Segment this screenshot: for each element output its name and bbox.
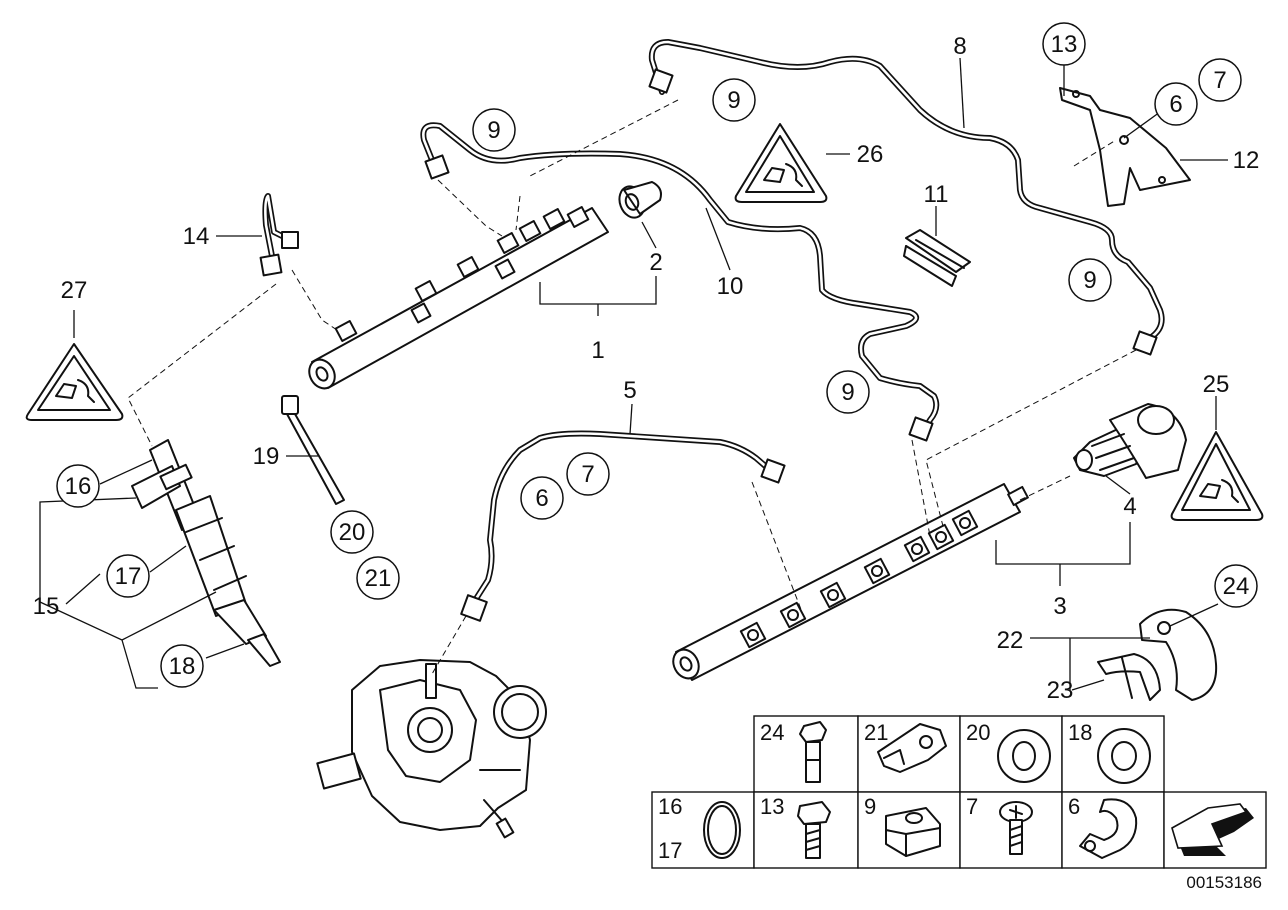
leader-lines — [39, 57, 1228, 691]
grid-part-bolt-13 — [797, 801, 831, 859]
document-number: 00153186 — [1186, 873, 1262, 892]
label-1: 1 — [591, 337, 604, 364]
parts-grid: 24 21 20 18 16 17 13 9 7 6 — [651, 715, 1267, 869]
fuel-line-8 — [648, 39, 1165, 349]
callout-13: 13 — [1051, 31, 1078, 58]
callout-17: 17 — [115, 563, 142, 590]
label-19: 19 — [253, 443, 280, 470]
fuel-rail-1 — [308, 206, 609, 390]
grid-part-bolt-24 — [799, 721, 827, 783]
callout-6-bracket: 6 — [1169, 91, 1182, 118]
label-2: 2 — [649, 249, 662, 276]
bolt-19 — [281, 395, 345, 505]
callouts: 13 7 6 9 9 9 9 16 17 18 20 21 6 7 24 — [56, 22, 1258, 688]
callout-9-left: 9 — [487, 117, 500, 144]
label-12: 12 — [1233, 147, 1260, 174]
label-25: 25 — [1203, 371, 1230, 398]
clamp-23 — [1097, 653, 1161, 701]
callout-7-bracket: 7 — [1213, 67, 1226, 94]
fuel-line-5 — [471, 430, 773, 605]
warning-triangle-25 — [1170, 431, 1264, 521]
warning-triangle-27 — [25, 343, 124, 421]
label-8: 8 — [953, 33, 966, 60]
label-22: 22 — [997, 627, 1024, 654]
label-27: 27 — [61, 277, 88, 304]
fuel-line-10 — [420, 122, 940, 433]
injector-15 — [131, 439, 281, 667]
callout-18: 18 — [169, 653, 196, 680]
label-15: 15 — [33, 593, 60, 620]
pressure-regulator-4 — [1073, 403, 1187, 479]
grid-label-7: 7 — [966, 794, 978, 819]
callout-16: 16 — [65, 473, 92, 500]
callout-20: 20 — [339, 519, 366, 546]
grid-part-grommet-9 — [885, 807, 941, 857]
dashed-connections — [127, 99, 1137, 675]
grid-part-clip-21 — [877, 723, 947, 773]
callout-9-top: 9 — [727, 87, 740, 114]
pressure-sensor-2 — [618, 181, 662, 219]
callout-9-middle: 9 — [841, 379, 854, 406]
callout-21: 21 — [365, 565, 392, 592]
grid-label-18: 18 — [1068, 720, 1092, 745]
grid-part-oring-16-17 — [703, 801, 741, 859]
callout-6-line: 6 — [535, 485, 548, 512]
fuel-rail-3 — [672, 483, 1029, 681]
grid-label-24: 24 — [760, 720, 784, 745]
grid-part-washer-20 — [997, 729, 1051, 783]
high-pressure-pump — [316, 659, 547, 839]
label-26: 26 — [857, 141, 884, 168]
grid-label-20: 20 — [966, 720, 990, 745]
grid-part-clip-6 — [1079, 798, 1138, 859]
grid-label-13: 13 — [760, 794, 784, 819]
callout-7-line: 7 — [581, 461, 594, 488]
label-10: 10 — [717, 273, 744, 300]
part-labels: 1 2 3 4 5 8 10 11 12 14 15 19 22 23 25 2… — [33, 33, 1260, 704]
label-23: 23 — [1047, 677, 1074, 704]
label-14: 14 — [183, 223, 210, 250]
label-3: 3 — [1053, 593, 1066, 620]
clip-11 — [903, 229, 971, 287]
callout-24: 24 — [1223, 573, 1250, 600]
grid-label-21: 21 — [864, 720, 888, 745]
callout-9-right: 9 — [1083, 267, 1096, 294]
fuel-line-14 — [262, 193, 293, 259]
grid-part-washer-18 — [1097, 728, 1151, 784]
warning-triangle-26 — [734, 123, 828, 203]
grid-label-17: 17 — [658, 838, 682, 863]
grid-label-16: 16 — [658, 794, 682, 819]
label-4: 4 — [1123, 493, 1136, 520]
label-11: 11 — [924, 181, 949, 208]
clamp-22 — [1139, 608, 1218, 701]
grid-part-screw-7 — [999, 801, 1033, 855]
pipe-nuts — [259, 68, 1158, 622]
grid-label-6: 6 — [1068, 794, 1080, 819]
grid-label-9: 9 — [864, 794, 876, 819]
grid-arrow-icon — [1171, 803, 1254, 856]
bracket-12 — [1059, 87, 1191, 207]
label-5: 5 — [623, 377, 636, 404]
